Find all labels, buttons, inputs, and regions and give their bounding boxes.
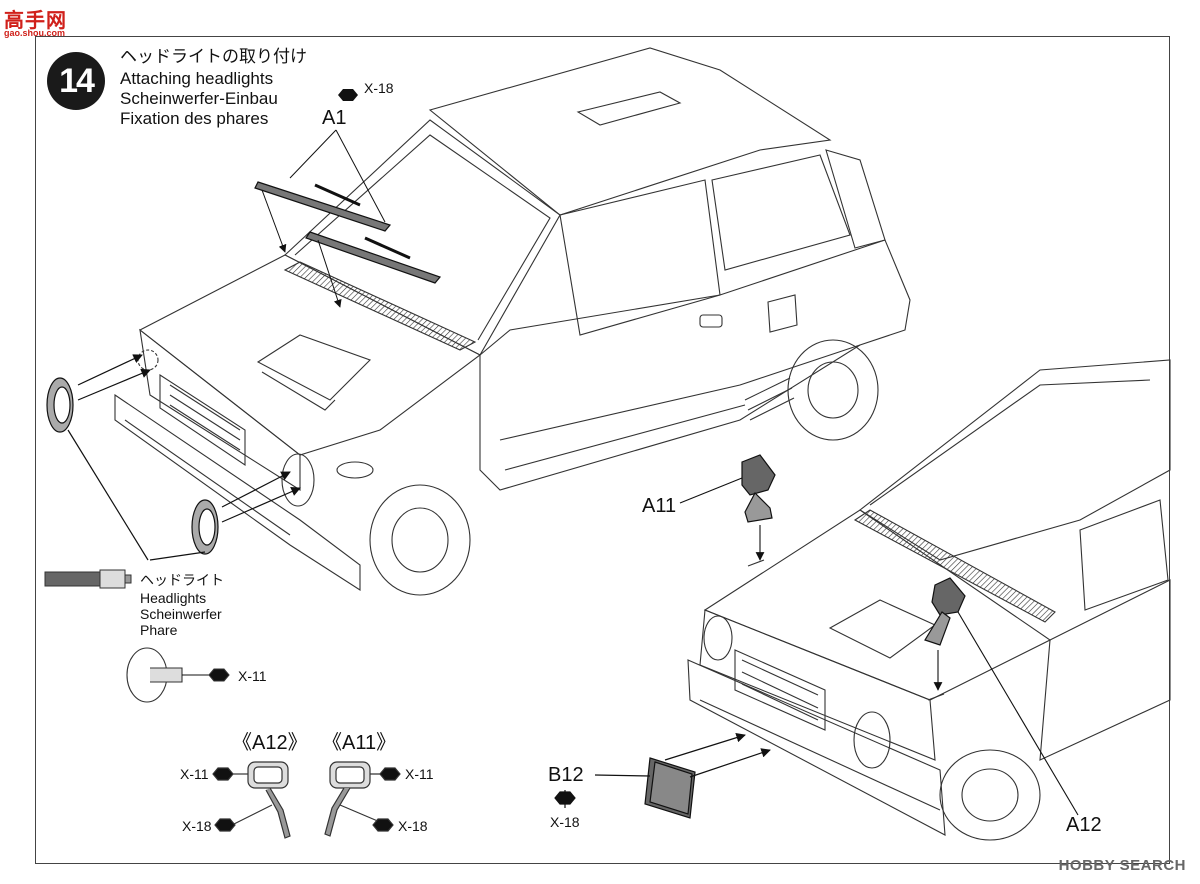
- headlight-label-jp: ヘッドライト: [140, 572, 224, 588]
- headlight-label-en: Headlights: [140, 590, 207, 606]
- headlight-detail-drawing: [126, 647, 230, 703]
- callout-a11: A11: [642, 495, 677, 517]
- headlight-parts: [46, 377, 219, 555]
- headlight-label-de: Scheinwerfer: [140, 606, 222, 622]
- headlight-arrows: [67, 354, 301, 561]
- paint-dot-icon: [208, 668, 230, 682]
- title-de: Scheinwerfer-Einbau: [120, 89, 278, 108]
- paint-dot-icon: [338, 89, 358, 101]
- hobbysearch-watermark: HOBBY SEARCH: [1058, 857, 1186, 874]
- title-fr: Fixation des phares: [120, 109, 269, 128]
- title-en: Attaching headlights: [120, 69, 274, 88]
- headlight-paint-code: X-11: [238, 668, 267, 684]
- mirror-a12-title: 《A12》: [232, 732, 308, 754]
- mirror-parts-a11-a12: [741, 454, 966, 646]
- callout-b12-paint: X-18: [550, 814, 580, 830]
- license-plate-b12: [554, 732, 771, 819]
- site-watermark-logo: 高手网 gao.shou.com: [4, 4, 67, 38]
- callout-b12: B12: [548, 764, 584, 786]
- step-number: 14: [59, 61, 95, 100]
- secondary-car-drawing: [687, 359, 1171, 841]
- title-jp: ヘッドライトの取り付け: [120, 47, 307, 66]
- mirror-a11-stem-paint: X-18: [398, 818, 428, 834]
- callout-a1: A1: [322, 107, 347, 129]
- mirror-a12-glass-paint: X-11: [180, 766, 209, 782]
- site-logo-text: 高手网: [4, 10, 67, 32]
- cement-tube-icon: [44, 569, 132, 589]
- wiper-leader-lines: [261, 129, 386, 308]
- mirror-arrows: [679, 477, 1079, 816]
- mirror-a12-stem-paint: X-18: [182, 818, 212, 834]
- callout-x18-top: X-18: [364, 80, 394, 96]
- site-url-text: gao.shou.com: [4, 28, 66, 38]
- main-car-drawing: [114, 47, 911, 596]
- mirror-a11-title: 《A11》: [322, 732, 397, 754]
- mirror-detail-drawings: [212, 761, 401, 839]
- mirror-a11-glass-paint: X-11: [405, 766, 434, 782]
- callout-a12: A12: [1066, 814, 1102, 836]
- step-number-badge: 14: [47, 52, 105, 110]
- headlight-label-fr: Phare: [140, 622, 178, 638]
- wiper-parts-a1: [254, 181, 442, 284]
